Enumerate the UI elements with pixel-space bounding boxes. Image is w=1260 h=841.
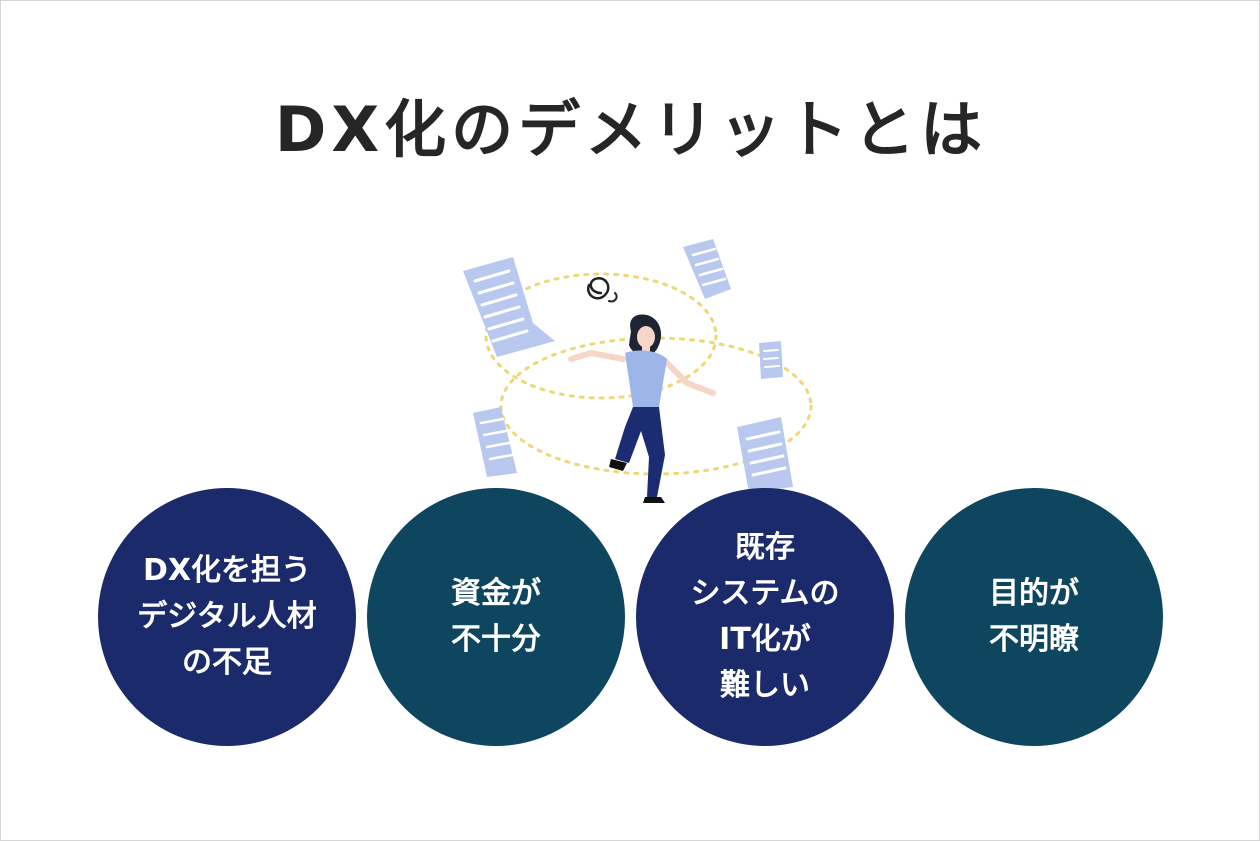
dizzy-swirl-tail [608, 292, 618, 303]
dizzy-swirl-icon [586, 276, 610, 300]
person-figure [568, 314, 716, 503]
paper-top-left [463, 257, 555, 357]
paper-top-right [683, 239, 731, 299]
illustration-svg [463, 239, 813, 503]
paper-bottom-left [473, 407, 517, 477]
demerit-circle-legacy-system: 既存 システムの IT化が 難しい [636, 488, 894, 746]
page-title: DX化のデメリットとは [274, 93, 988, 166]
demerit-circle-funding: 資金が 不十分 [367, 488, 625, 746]
paper-bottom-right [737, 417, 793, 493]
demerit-label-talent: DX化を担う デジタル人材 の不足 [137, 553, 317, 680]
demerit-label-purpose: 目的が 不明瞭 [989, 576, 1079, 657]
demerit-label-funding: 資金が 不十分 [451, 576, 541, 657]
paper-mid-right [759, 341, 783, 379]
orbit-upper [484, 272, 718, 400]
confused-person-illustration [451, 231, 831, 531]
demerit-circle-purpose: 目的が 不明瞭 [905, 488, 1163, 746]
demerit-circle-talent: DX化を担う デジタル人材 の不足 [98, 488, 356, 746]
demerit-label-legacy-system: 既存 システムの IT化が 難しい [690, 530, 840, 703]
